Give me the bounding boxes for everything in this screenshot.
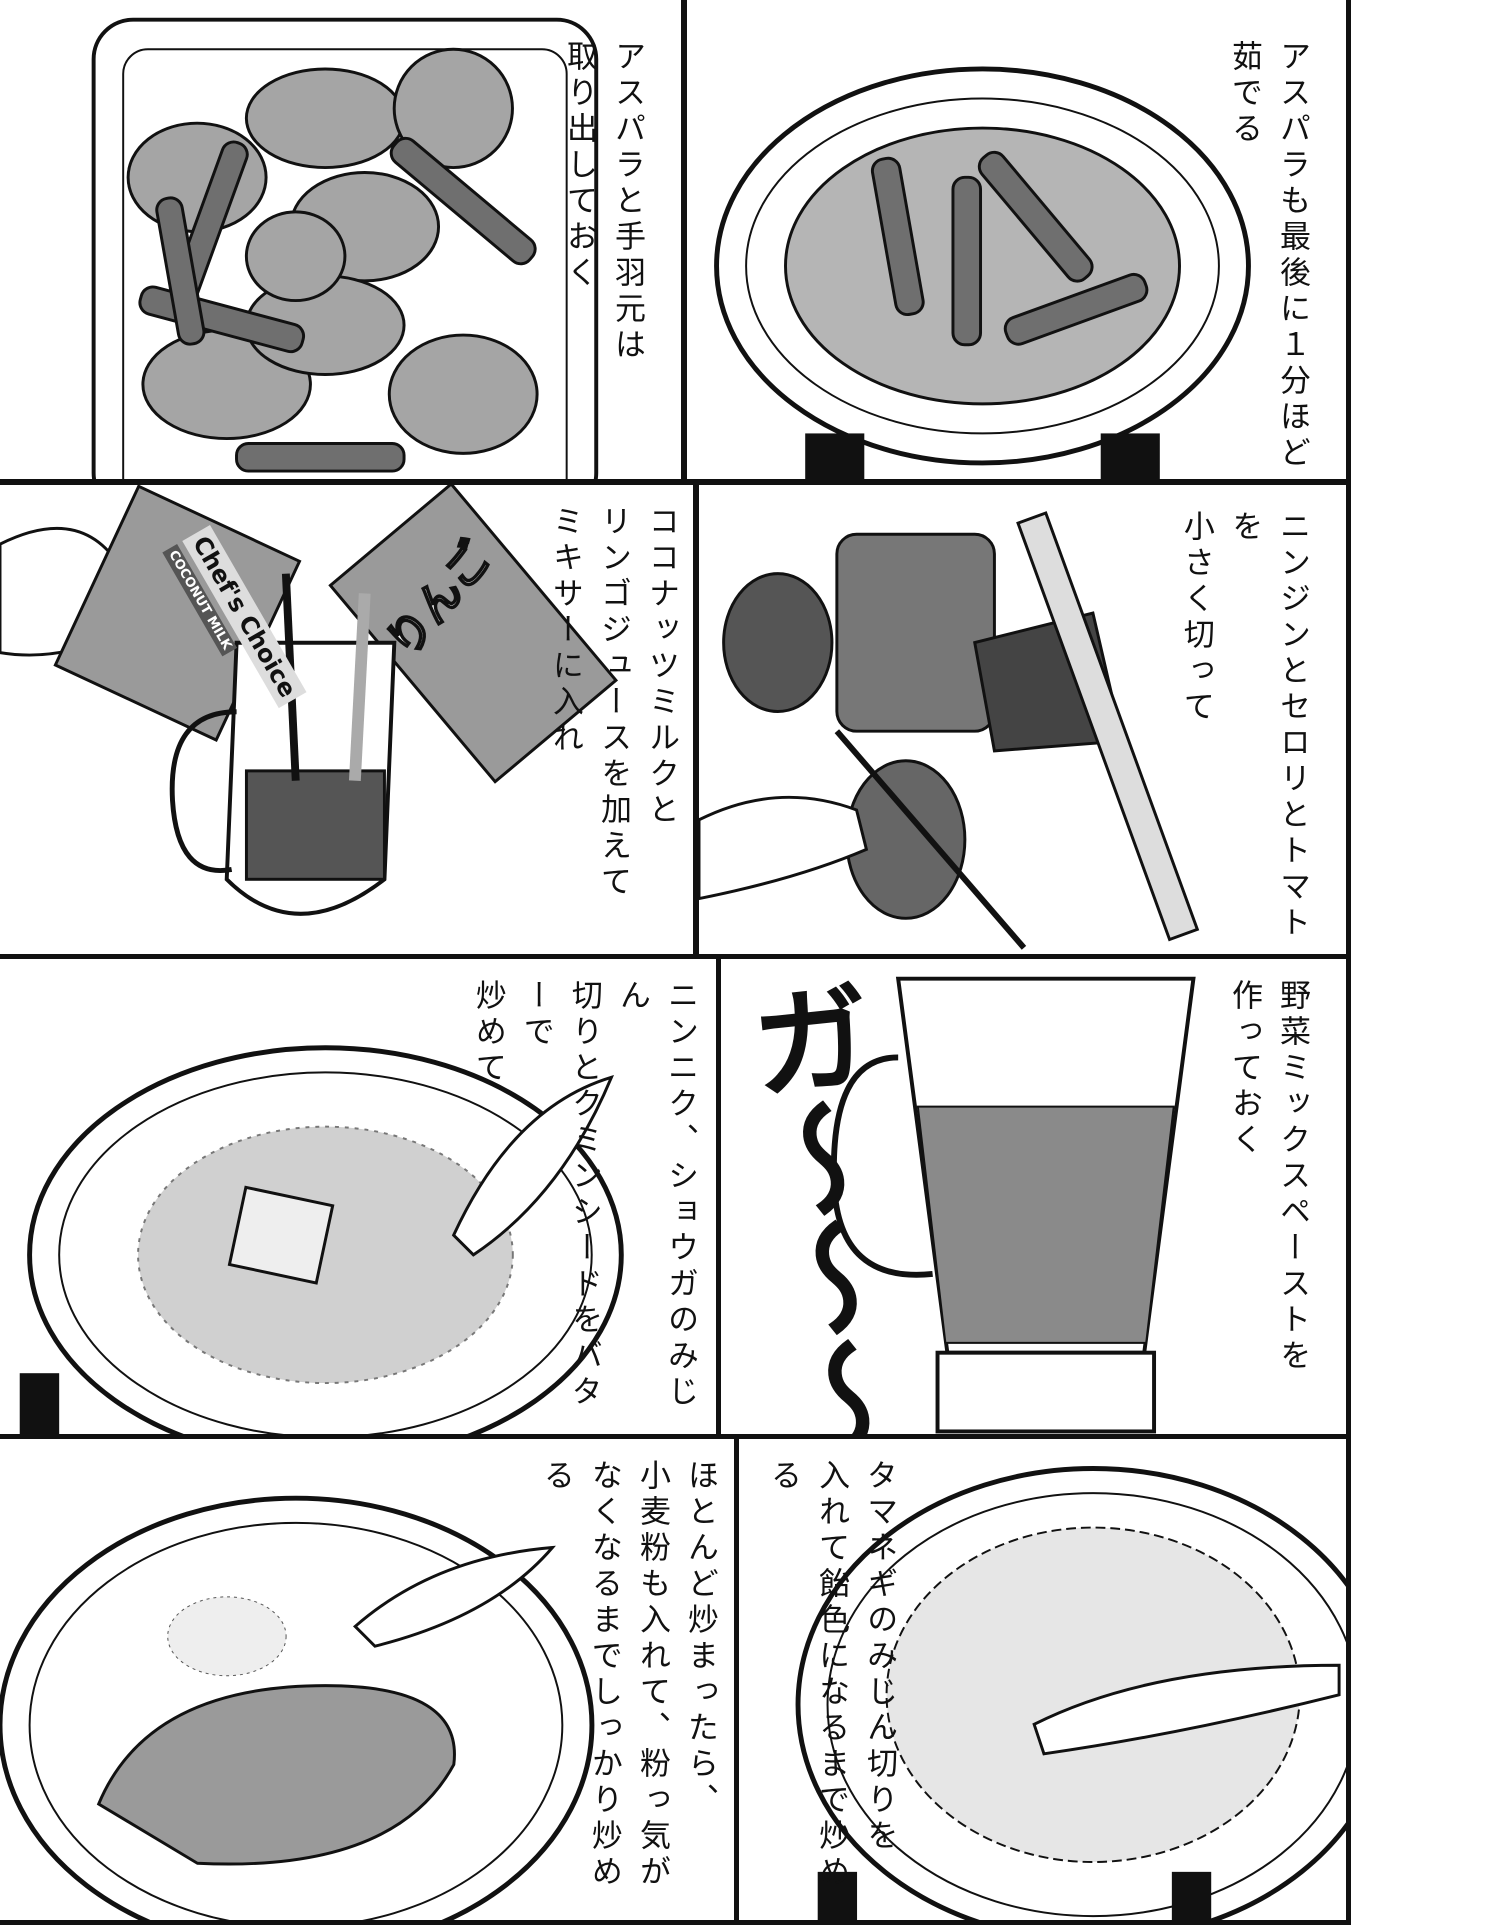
caption-p1: アスパラと手羽元は 取り出しておく (560, 40, 645, 364)
pan-flour-illustration (0, 1495, 595, 1920)
pan-onion-illustration (795, 1466, 1346, 1920)
tray-with-chicken-asparagus-illustration (91, 17, 599, 479)
caption-p7: ほとんど炒まったら、 小麦粉も入れて、粉っ気が なくなるまでしっかり炒める (537, 1459, 718, 1891)
panel-boil-asparagus: アスパラも最後に１分ほど 茹でる (682, 0, 1351, 484)
caption-p6: 野菜ミックスペーストを 作っておく (1225, 979, 1310, 1375)
blender-pouring-illustration (0, 485, 619, 916)
cutting-vegetables-illustration (699, 511, 1200, 950)
caption-p4: ニンジンとセロリとトマトを 小さく切って (1177, 510, 1310, 942)
panel-cut-vegetables: ニンジンとセロリとトマトを 小さく切って (694, 480, 1351, 963)
caption-p2: アスパラも最後に１分ほど 茹でる (1225, 40, 1310, 472)
caption-p8: タマネギのみじん切りを 入れて飴色になるまで炒める (765, 1459, 898, 1891)
panel-blender-add-liquids: Chef's Choice COCONUT MILK りんご ココナッツミルクと… (0, 480, 698, 963)
pot-boiling-illustration (714, 66, 1251, 479)
panel-caramelize-onion: タマネギのみじん切りを 入れて飴色になるまで炒める (734, 1434, 1351, 1925)
panel-saute-garlic-ginger: ニンニク、ショウガのみじん 切りとクミンシードをバターで 炒めて (0, 954, 721, 1443)
panel-add-flour: ほとんど炒まったら、 小麦粉も入れて、粉っ気が なくなるまでしっかり炒める (0, 1434, 739, 1925)
panel-remove-asparagus: アスパラと手羽元は 取り出しておく (0, 0, 686, 484)
caption-p3: ココナッツミルクと リンゴジュースを加えて ミキサーに入れ (546, 505, 679, 901)
blender-blending-illustration (830, 976, 1196, 1434)
caption-p5: ニンニク、ショウガのみじん 切りとクミンシードをバターで 炒めて (469, 979, 698, 1411)
pan-saute-illustration (19, 1045, 624, 1438)
panel-vegetable-paste: ガ〜〜〜 野菜ミックスペーストを 作っておく (716, 954, 1351, 1443)
